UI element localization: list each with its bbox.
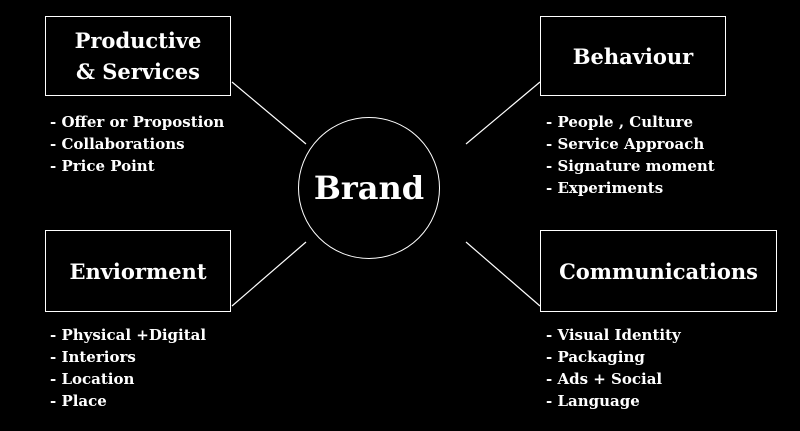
list-item: - Offer or Propostion [50, 113, 225, 131]
productive-services-title-line1: Productive [74, 28, 202, 53]
list-item: - Location [50, 370, 135, 388]
list-item: - Interiors [50, 348, 136, 366]
connector-bottom-left [231, 241, 307, 307]
list-item: - Ads + Social [546, 370, 663, 388]
list-item: - Price Point [50, 157, 155, 175]
list-item: - Visual Identity [546, 326, 681, 344]
productive-services-box: Productive & Services [45, 16, 231, 96]
brand-label: Brand [313, 169, 425, 207]
behaviour-title: Behaviour [572, 43, 694, 69]
list-item: - Physical +Digital [50, 326, 207, 344]
behaviour-list: - People , Culture - Service Approach - … [546, 111, 715, 199]
list-item: - Service Approach [546, 135, 705, 153]
list-item: - Collaborations [50, 135, 185, 153]
communications-list: - Visual Identity - Packaging - Ads + So… [546, 324, 681, 412]
communications-box: Communications [540, 230, 777, 312]
connector-bottom-right [465, 241, 541, 307]
list-item: - Signature moment [546, 157, 715, 175]
enviorment-title: Enviorment [69, 258, 207, 284]
list-item: - People , Culture [546, 113, 694, 131]
communications-title: Communications [559, 258, 758, 284]
enviorment-list: - Physical +Digital - Interiors - Locati… [50, 324, 206, 412]
brand-node: Brand [298, 117, 440, 259]
connector-top-left [231, 81, 307, 145]
connector-top-right [465, 81, 541, 145]
behaviour-box: Behaviour [540, 16, 726, 96]
list-item: - Packaging [546, 348, 645, 366]
list-item: - Place [50, 392, 107, 410]
list-item: - Language [546, 392, 640, 410]
productive-services-list: - Offer or Propostion - Collaborations -… [50, 111, 224, 177]
enviorment-box: Enviorment [45, 230, 231, 312]
list-item: - Experiments [546, 179, 664, 197]
productive-services-title-line2: & Services [75, 59, 200, 84]
